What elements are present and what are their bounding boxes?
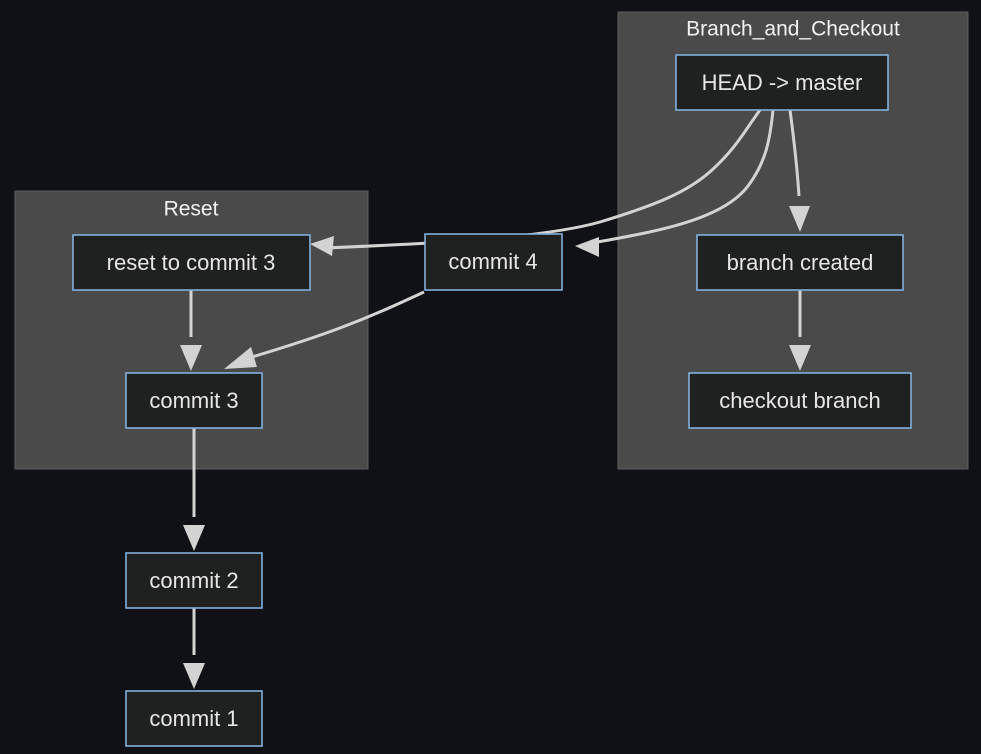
node-commit-1[interactable]: commit 1 [125, 690, 263, 747]
node-commit-2[interactable]: commit 2 [125, 552, 263, 609]
node-head-master-rect[interactable] [675, 54, 889, 111]
node-commit-2-label: commit 2 [149, 568, 238, 593]
node-commit-3-label: commit 3 [149, 388, 238, 413]
node-branch-created-rect[interactable] [696, 234, 904, 291]
edge-commit2-to-commit1-arrowhead [183, 663, 205, 689]
node-commit-3[interactable]: commit 3 [125, 372, 263, 429]
node-head-master-label: HEAD -> master [702, 70, 863, 95]
node-head-master[interactable]: HEAD -> master [675, 54, 889, 111]
node-branch-created-label: branch created [727, 250, 874, 275]
edge-commit4-to-commit3-arrowhead [224, 347, 257, 369]
node-reset-to-commit-3-label: reset to commit 3 [107, 250, 276, 275]
node-commit-2-rect[interactable] [125, 552, 263, 609]
node-commit-1-rect[interactable] [125, 690, 263, 747]
node-commit-4[interactable]: commit 4 [424, 233, 563, 291]
node-commit-1-label: commit 1 [149, 706, 238, 731]
edge-commit4-to-commit3 [224, 290, 425, 369]
node-checkout-branch-rect[interactable] [688, 372, 912, 429]
node-reset-to-commit-3-rect[interactable] [72, 234, 311, 291]
edge-commit4-to-commit3-path [251, 290, 425, 359]
edge-head-to-commit4-path [589, 109, 775, 245]
edge-reset-to-commit3 [180, 290, 202, 371]
cluster-reset-title: Reset [164, 198, 219, 221]
edge-commit3-to-commit2-arrowhead [183, 525, 205, 551]
node-checkout-branch-label: checkout branch [719, 388, 880, 413]
edge-head-to-commit4 [575, 109, 775, 257]
edge-head-to-branch-created-arrowhead [789, 206, 810, 232]
edge-reset-to-commit3-arrowhead [180, 345, 202, 371]
node-commit-3-rect[interactable] [125, 372, 263, 429]
edge-head-to-commit4-arrowhead [575, 237, 599, 257]
node-commit-4-rect[interactable] [424, 233, 563, 291]
edge-commit2-to-commit1 [183, 608, 205, 689]
cluster-branch-and-checkout-title: Branch_and_Checkout [686, 18, 900, 41]
edge-head-to-reset-arrowhead [310, 236, 334, 256]
edge-commit3-to-commit2 [183, 428, 205, 551]
node-checkout-branch[interactable]: checkout branch [688, 372, 912, 429]
edge-head-to-branch-created [788, 109, 810, 232]
node-reset-to-commit-3[interactable]: reset to commit 3 [72, 234, 311, 291]
node-branch-created[interactable]: branch created [696, 234, 904, 291]
node-commit-4-label: commit 4 [448, 249, 537, 274]
edge-branch-created-to-checkout-arrowhead [789, 345, 811, 371]
edge-branch-created-to-checkout [789, 290, 811, 371]
edge-head-to-branch-created-path [788, 109, 801, 197]
